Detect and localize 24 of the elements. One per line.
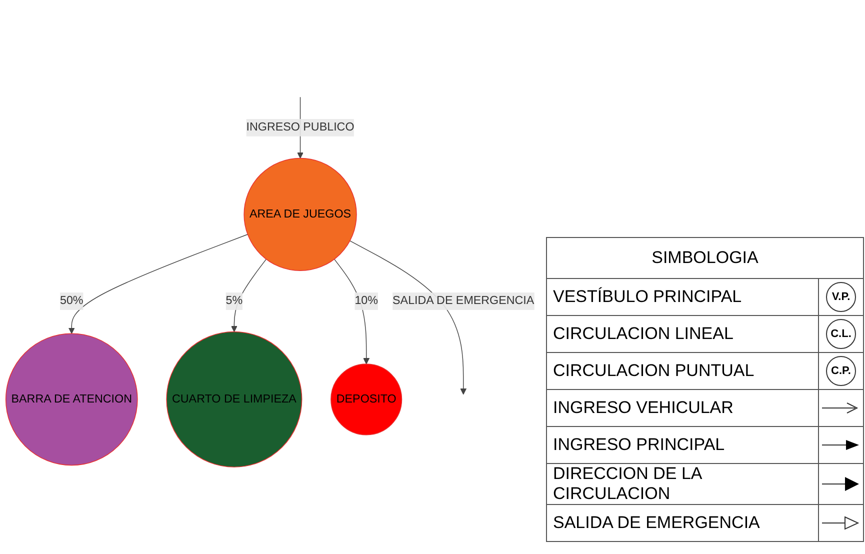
arrow (334, 258, 370, 364)
legend-text: SALIDA DE EMERGENCIA (546, 504, 818, 542)
node-circle: CUARTO DE LIMPIEZA (166, 331, 302, 468)
edge-label: 50% (60, 294, 84, 308)
legend-text: CIRCULACION PUNTUAL (546, 352, 818, 390)
legend-text: INGRESO VEHICULAR (546, 390, 818, 426)
circle-symbol: C.P. (826, 356, 856, 386)
arrow (68, 234, 248, 334)
node-circle: DEPOSITO (330, 364, 402, 436)
edge-label: 5% (226, 294, 243, 308)
edge-label: INGRESO PUBLICO (246, 121, 354, 134)
edge-label: SALIDA DE EMERGENCIA (392, 294, 534, 308)
arrow (350, 240, 467, 395)
edge-label: 10% (354, 294, 378, 308)
arrow (231, 258, 267, 332)
legend-text: CIRCULACION LINEAL (546, 316, 818, 352)
node-circle: AREA DE JUEGOS (244, 158, 357, 272)
legend-text: VESTÍBULO PRINCIPAL (546, 278, 818, 316)
legend-text: INGRESO PRINCIPAL (546, 426, 818, 464)
circle-symbol: C.L. (826, 319, 856, 349)
node-circle: BARRA DE ATENCION (5, 333, 138, 466)
legend-title: SIMBOLOGIA (546, 238, 864, 278)
circle-symbol: V.P. (826, 282, 856, 312)
legend-text: DIRECCION DE LA CIRCULACION (546, 464, 818, 504)
